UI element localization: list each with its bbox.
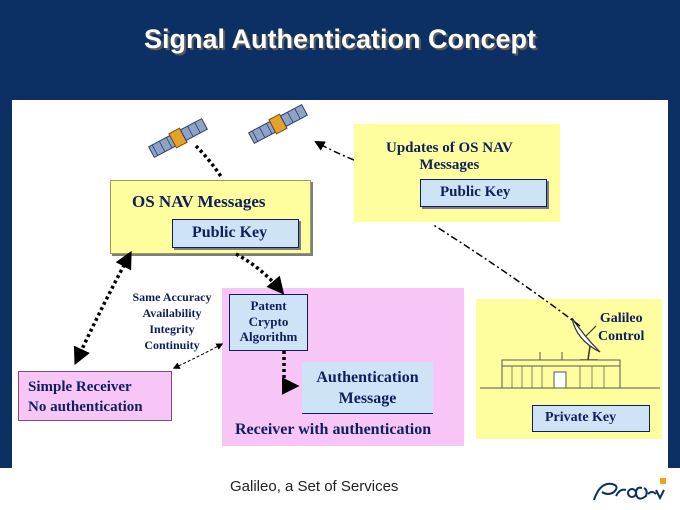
os-nav-messages-label: OS NAV Messages xyxy=(132,192,266,211)
satellite-icon xyxy=(148,117,208,159)
galileo-control-line-2: Control xyxy=(598,329,645,344)
simple-receiver-label: Simple Receiver No authentication xyxy=(28,377,143,417)
authentication-message-box xyxy=(302,362,433,414)
satellite-to-os-nav-arrow xyxy=(194,144,224,179)
authentication-message-label: Authentication Message xyxy=(304,367,431,409)
updates-line-2: Messages xyxy=(419,157,480,173)
updates-label: Updates of OS NAV Messages xyxy=(386,140,513,174)
simple-to-auth-receiver-arrow xyxy=(172,343,224,369)
auth-msg-line-1: Authentication xyxy=(316,369,419,386)
galileo-control-line-1: Galileo xyxy=(599,311,643,326)
patent-line-1: Patent xyxy=(250,298,287,313)
patent-line-3: Algorithm xyxy=(239,329,298,344)
attribute-accuracy: Same Accuracy xyxy=(132,290,212,304)
galileo-control-to-updates-arrow xyxy=(431,223,581,327)
simple-receiver-line-2: No authentication xyxy=(28,399,143,415)
public-key-box xyxy=(172,219,299,248)
updates-public-key-label: Public Key xyxy=(440,184,511,200)
public-key-label: Public Key xyxy=(192,224,268,241)
right-frame-strip xyxy=(668,100,680,468)
slide-footer: Galileo, a Set of Services xyxy=(230,478,399,495)
receiver-with-authentication-label: Receiver with authentication xyxy=(235,421,432,438)
simple-receiver-box xyxy=(18,371,172,421)
attribute-integrity: Integrity xyxy=(149,322,195,336)
galileo-control-label: Galileo Control xyxy=(598,310,644,346)
bottom-band xyxy=(0,468,680,510)
os-nav-to-simple-receiver-arrow xyxy=(73,250,132,366)
private-key-label: Private Key xyxy=(545,410,617,425)
left-frame-strip xyxy=(0,100,12,468)
patent-line-2: Crypto xyxy=(248,313,289,329)
attribute-availability: Availability xyxy=(142,306,202,320)
os-nav-to-patent-arrow xyxy=(235,252,285,295)
updates-to-satellite-arrow xyxy=(314,140,355,161)
updates-line-1: Updates of OS NAV xyxy=(386,140,513,156)
private-key-box xyxy=(532,405,650,432)
slide-title: Signal Authentication Concept xyxy=(143,24,536,54)
auth-msg-line-2: Message xyxy=(338,390,397,407)
title-band xyxy=(0,0,680,100)
patent-to-auth-message-arrow xyxy=(282,351,300,395)
updates-public-key-box xyxy=(420,179,547,207)
ground-station-icon xyxy=(480,317,660,389)
patent-crypto-algorithm-box xyxy=(229,294,308,351)
logo xyxy=(593,478,666,501)
patent-crypto-algorithm-label: Patent Crypto Algorithm xyxy=(234,298,303,345)
simple-receiver-line-1: Simple Receiver xyxy=(28,379,132,395)
signal-attributes-label: Same Accuracy Availability Integrity Con… xyxy=(108,289,236,353)
satellite-icon xyxy=(248,103,308,145)
